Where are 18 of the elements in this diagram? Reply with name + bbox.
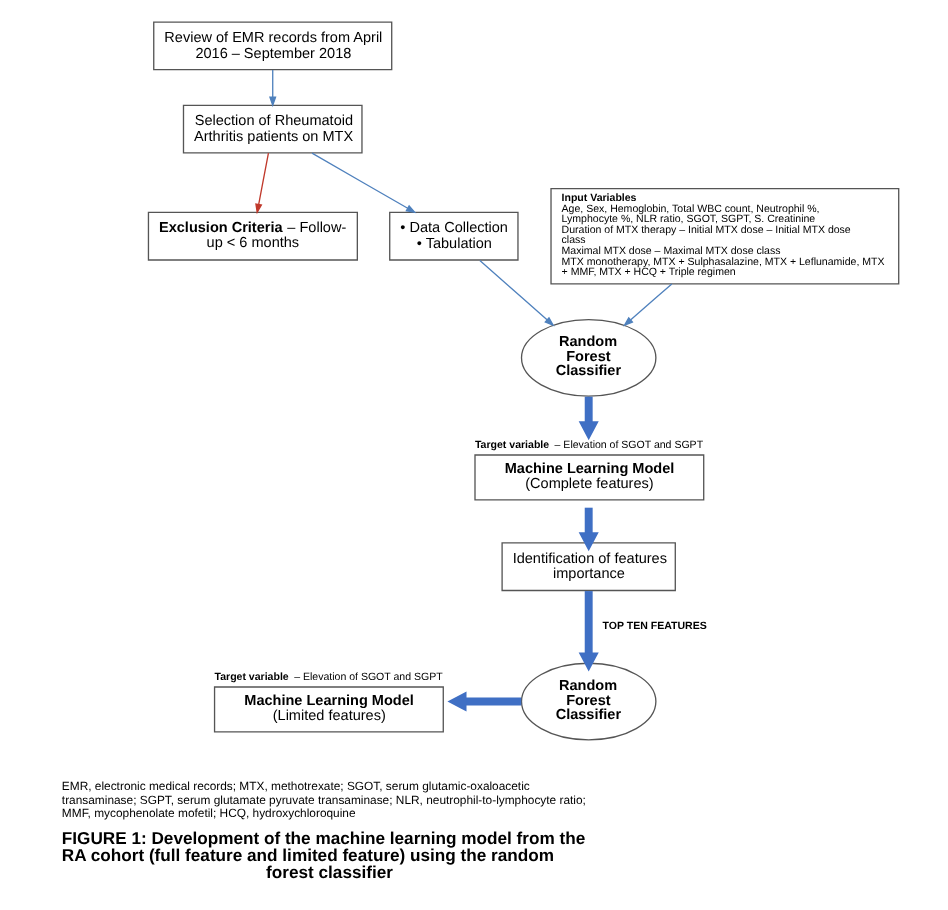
- arrow: [254, 152, 269, 215]
- node-ellipse: Random Forest Classifier: [519, 662, 656, 741]
- node-box: • Data Collection • Tabulation: [388, 211, 518, 261]
- arrow: [622, 283, 672, 327]
- arrow: [446, 691, 521, 712]
- arrow: [577, 591, 598, 672]
- arrow: [268, 69, 276, 108]
- arrow: [577, 507, 598, 552]
- node-box: Review of EMR records from April 2016 – September 2018: [152, 21, 392, 71]
- caption: FIGURE 1: Development of the machine learning model from the RA cohort (full feature and limited feature) using the random forest classifier: [60, 827, 585, 882]
- node-box: Machine Learning Model (Complete features): [473, 454, 704, 501]
- arrow: [478, 259, 554, 327]
- node-box: Selection of Rheumatoid Arthritis patients on MTX: [181, 104, 362, 154]
- arrow: [310, 152, 416, 214]
- arrow: [577, 396, 598, 441]
- node-box: Identification of features importance: [500, 542, 675, 592]
- node-box: Exclusion Criteria – Follow-up < 6 months: [146, 211, 357, 261]
- node-box: Machine Learning Model (Limited features): [212, 686, 443, 733]
